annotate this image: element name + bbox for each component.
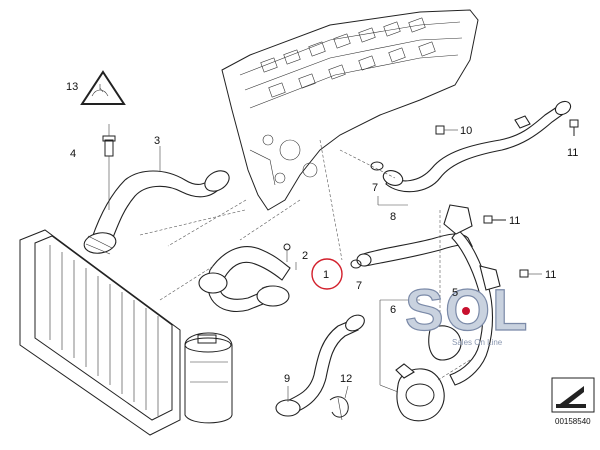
bolt-10 — [435, 125, 458, 135]
lower-hose — [275, 314, 365, 417]
hose-clip — [329, 396, 349, 421]
bolt-11-top — [569, 119, 579, 136]
bolt-11-middle — [483, 215, 506, 224]
sol-watermark: S O L Sales On Line — [404, 277, 528, 347]
part-label-2: 2 — [302, 250, 308, 262]
part-label-4: 4 — [70, 148, 76, 160]
leader-lines — [99, 87, 471, 402]
part-labels: 1 2 3 4 5 6 7 7 8 9 10 11 11 11 12 13 — [66, 81, 578, 385]
logo-letter-s: S — [405, 278, 444, 343]
part-label-5: 5 — [452, 287, 458, 299]
thermostat-housing — [395, 325, 462, 422]
part-label-7-lower: 7 — [356, 280, 362, 292]
radiator — [19, 229, 181, 436]
part-label-13: 13 — [66, 81, 78, 93]
logo-tagline: Sales On Line — [452, 338, 503, 347]
part-label-12: 12 — [340, 373, 352, 385]
diagram-reference-number: 00158540 — [555, 417, 591, 426]
expansion-tank — [184, 332, 233, 424]
coolant-pipe-8 — [370, 100, 572, 193]
logo-accent-dot — [462, 307, 470, 315]
orientation-arrow-icon — [551, 377, 595, 413]
part-label-1: 1 — [323, 269, 329, 281]
part-label-11-middle: 11 — [509, 215, 520, 227]
part-label-7-upper: 7 — [372, 182, 378, 194]
part-label-10: 10 — [460, 125, 472, 137]
coolant-pipe-6 — [350, 204, 501, 386]
part-label-11-top: 11 — [567, 147, 578, 159]
part-label-3: 3 — [154, 135, 160, 147]
bolt-11-lower — [519, 269, 542, 278]
logo-letter-l: L — [492, 278, 527, 343]
part-label-6: 6 — [390, 304, 396, 316]
coolant-hose-2 — [198, 243, 291, 312]
part-label-9: 9 — [284, 373, 290, 385]
part-label-8: 8 — [390, 211, 396, 223]
engine-block — [221, 9, 479, 211]
part-label-11-lower: 11 — [545, 269, 556, 281]
temperature-sensor — [102, 124, 116, 210]
highlight-circle — [311, 258, 343, 290]
logo-letter-o: O — [445, 278, 490, 343]
upper-radiator-hose — [83, 170, 230, 255]
warning-label — [80, 70, 126, 105]
